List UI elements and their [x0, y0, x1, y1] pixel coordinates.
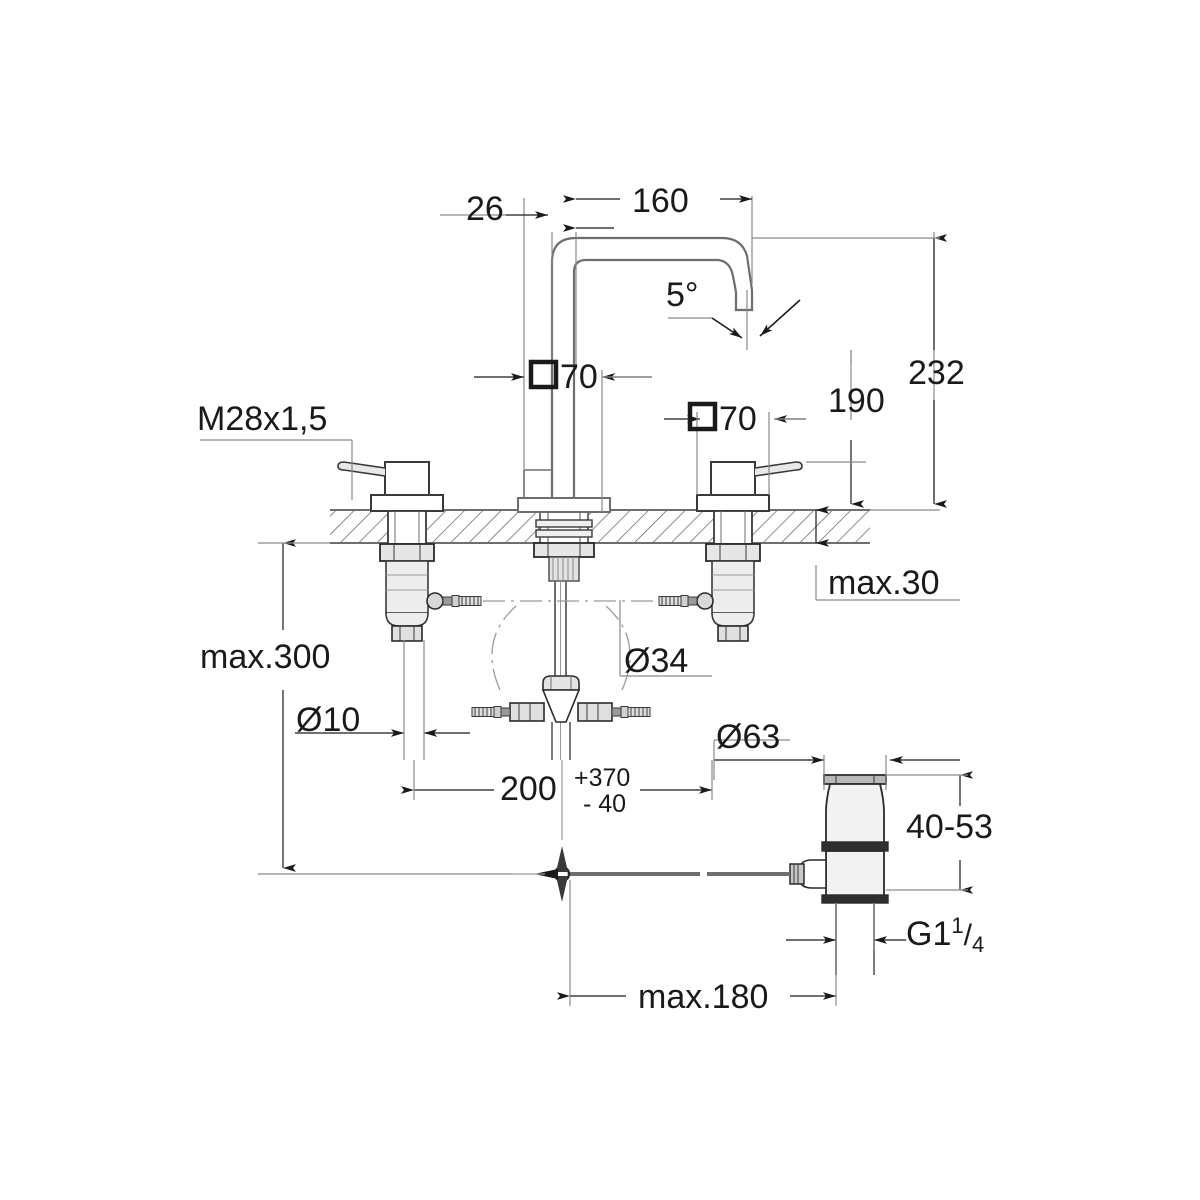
dim-26: 26 — [466, 190, 504, 228]
dimension-network — [200, 195, 973, 1006]
dim-max-30: max.30 — [828, 564, 940, 602]
dim-160: 160 — [632, 182, 689, 220]
dim-tol-minus: - 40 — [583, 790, 626, 818]
dim-max-180: max.180 — [638, 978, 768, 1016]
tee-connector — [471, 675, 651, 760]
right-lever-handle — [658, 461, 803, 642]
dim-square-70-handle: 70 — [719, 400, 757, 438]
dim-dia-10: Ø10 — [296, 701, 360, 739]
square-symbol-glyphs — [528, 359, 718, 432]
dim-232: 232 — [908, 354, 965, 392]
dim-dia-34: Ø34 — [624, 642, 688, 680]
flexible-supply-hoses — [483, 600, 658, 691]
dim-thread-g114: G11/4 — [906, 913, 984, 957]
dim-190: 190 — [828, 382, 885, 420]
diameter-icon: Ø — [624, 642, 650, 680]
dim-max-300: max.300 — [200, 638, 330, 676]
dim-thread-m28: M28x1,5 — [197, 400, 327, 438]
dim-angle-5deg: 5° — [666, 276, 699, 314]
lift-rod-linkage — [512, 760, 790, 902]
dim-dia-63: Ø63 — [716, 718, 780, 756]
dim-square-70-spout: 70 — [560, 358, 598, 396]
pop-up-drain-body — [789, 774, 889, 975]
gooseneck-spout — [517, 236, 754, 760]
diameter-icon: Ø — [296, 701, 322, 739]
dim-tol-plus: +370 — [574, 764, 630, 792]
dim-range-40-53: 40-53 — [906, 808, 993, 846]
diameter-icon: Ø — [716, 718, 742, 756]
dim-spread-200: 200 — [500, 770, 557, 808]
left-lever-handle — [337, 461, 482, 642]
